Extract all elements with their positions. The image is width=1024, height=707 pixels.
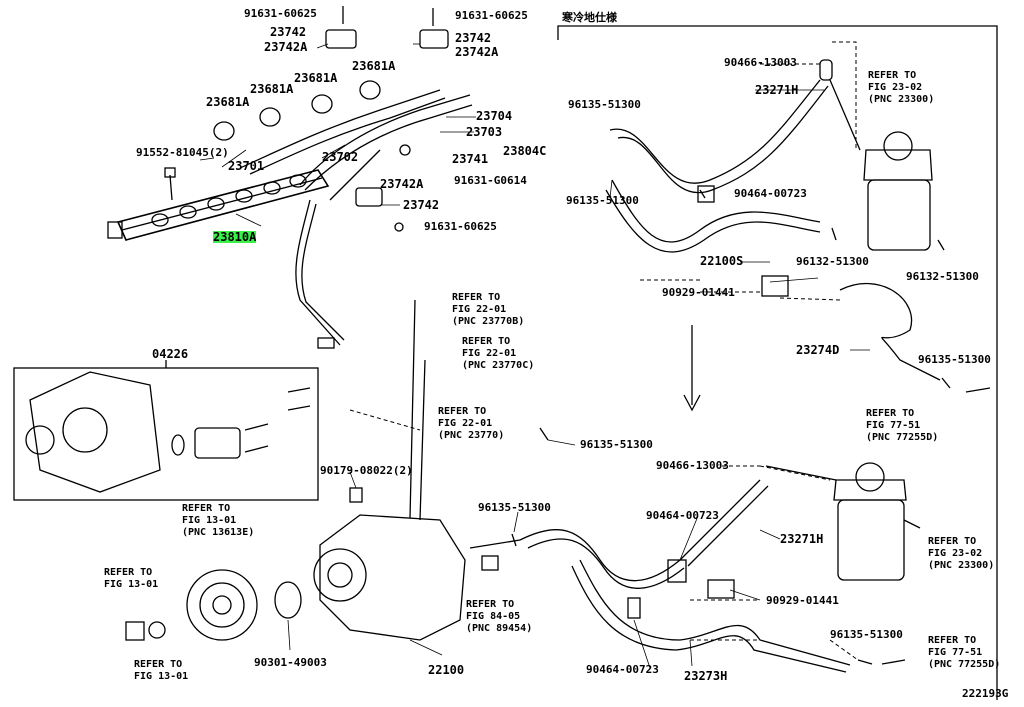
part-label[interactable]: 23274D: [796, 343, 840, 357]
part-label[interactable]: 23742: [403, 198, 440, 212]
refer-note: REFER TO FIG 23-02 (PNC 23300): [928, 536, 995, 571]
part-label[interactable]: 23804C: [503, 144, 547, 158]
nut-assembly: [125, 621, 166, 641]
part-label[interactable]: 91631-60625: [455, 9, 528, 22]
part-label[interactable]: 23271H: [780, 532, 824, 546]
refer-note: REFER TO FIG 22-01 (PNC 23770): [438, 406, 505, 441]
part-label[interactable]: 96132-51300: [796, 255, 869, 268]
part-label[interactable]: 91552-81045(2): [136, 146, 229, 159]
refer-note: REFER TO FIG 22-01 (PNC 23770B): [452, 292, 525, 327]
gear: [186, 569, 258, 641]
refer-note: REFER TO FIG 77-51 (PNC 77255D): [928, 635, 1001, 670]
part-label[interactable]: 23702: [322, 150, 359, 164]
part-label[interactable]: 90929-01441: [766, 594, 839, 607]
refer-note: REFER TO FIG 77-51 (PNC 77255D): [866, 408, 939, 443]
part-label[interactable]: 90929-01441: [662, 286, 735, 299]
cold-region-bracket: [557, 25, 998, 700]
kit-box: [13, 367, 319, 501]
part-label[interactable]: 96135-51300: [478, 501, 551, 514]
part-label[interactable]: 23703: [466, 125, 503, 139]
part-label[interactable]: 90466-13003: [724, 56, 797, 69]
clamps: [213, 6, 449, 232]
part-label[interactable]: 90464-00723: [734, 187, 807, 200]
part-label[interactable]: 23742: [270, 25, 307, 39]
part-label[interactable]: 23742: [455, 31, 492, 45]
filter-upper: [829, 79, 945, 251]
part-label[interactable]: 96135-51300: [918, 353, 991, 366]
part-label[interactable]: 23704: [476, 109, 513, 123]
part-label[interactable]: 96135-51300: [580, 438, 653, 451]
part-label[interactable]: 96135-51300: [830, 628, 903, 641]
part-label[interactable]: 90464-00723: [586, 663, 659, 676]
part-label[interactable]: 23681A: [294, 71, 338, 85]
part-label[interactable]: 22100S: [700, 254, 744, 268]
o-ring: [274, 581, 302, 619]
part-label[interactable]: 23681A: [250, 82, 294, 96]
part-label[interactable]: 91631-60625: [244, 7, 317, 20]
injection-pipes: [239, 89, 473, 349]
part-label[interactable]: 23742A: [264, 40, 308, 54]
part-label[interactable]: 23742A: [380, 177, 424, 191]
hose-23274d: [839, 282, 941, 381]
part-label[interactable]: 23271H: [755, 83, 799, 97]
refer-note: REFER TO FIG 13-01: [104, 567, 159, 590]
cold-region-title: 寒冷地仕様: [562, 11, 617, 24]
hoses-upper: [605, 59, 833, 297]
refer-note: REFER TO FIG 13-01: [134, 659, 189, 682]
filter-lower: [765, 462, 921, 665]
part-label[interactable]: 91631-60625: [424, 220, 497, 233]
refer-note: REFER TO FIG 84-05 (PNC 89454): [466, 599, 533, 634]
part-label[interactable]: 23681A: [206, 95, 250, 109]
part-label[interactable]: 23273H: [684, 669, 728, 683]
part-label[interactable]: 23681A: [352, 59, 396, 73]
kit-pump: [25, 371, 311, 493]
part-label[interactable]: 23701: [228, 159, 265, 173]
refer-note: REFER TO FIG 22-01 (PNC 23770C): [462, 336, 535, 371]
part-label-highlighted[interactable]: 23810A: [213, 230, 257, 244]
part-label[interactable]: 96135-51300: [566, 194, 639, 207]
figure-id: 222193G: [962, 687, 1009, 700]
part-label[interactable]: 90301-49003: [254, 656, 327, 669]
part-label[interactable]: 23741: [452, 152, 489, 166]
part-label[interactable]: 04226: [152, 347, 189, 361]
part-label[interactable]: 90464-00723: [646, 509, 719, 522]
part-label[interactable]: 23742A: [455, 45, 499, 59]
refer-note: REFER TO FIG 13-01 (PNC 13613E): [182, 503, 255, 538]
part-label[interactable]: 90466-13003: [656, 459, 729, 472]
part-label[interactable]: 91631-G0614: [454, 174, 527, 187]
part-label[interactable]: 22100: [428, 663, 465, 677]
part-label[interactable]: 96132-51300: [906, 270, 979, 283]
part-label[interactable]: 90179-08022(2): [320, 464, 413, 477]
part-label[interactable]: 96135-51300: [568, 98, 641, 111]
refer-note: REFER TO FIG 23-02 (PNC 23300): [868, 70, 935, 105]
hoses-lower: [481, 427, 851, 673]
fuel-rail: [107, 167, 330, 241]
